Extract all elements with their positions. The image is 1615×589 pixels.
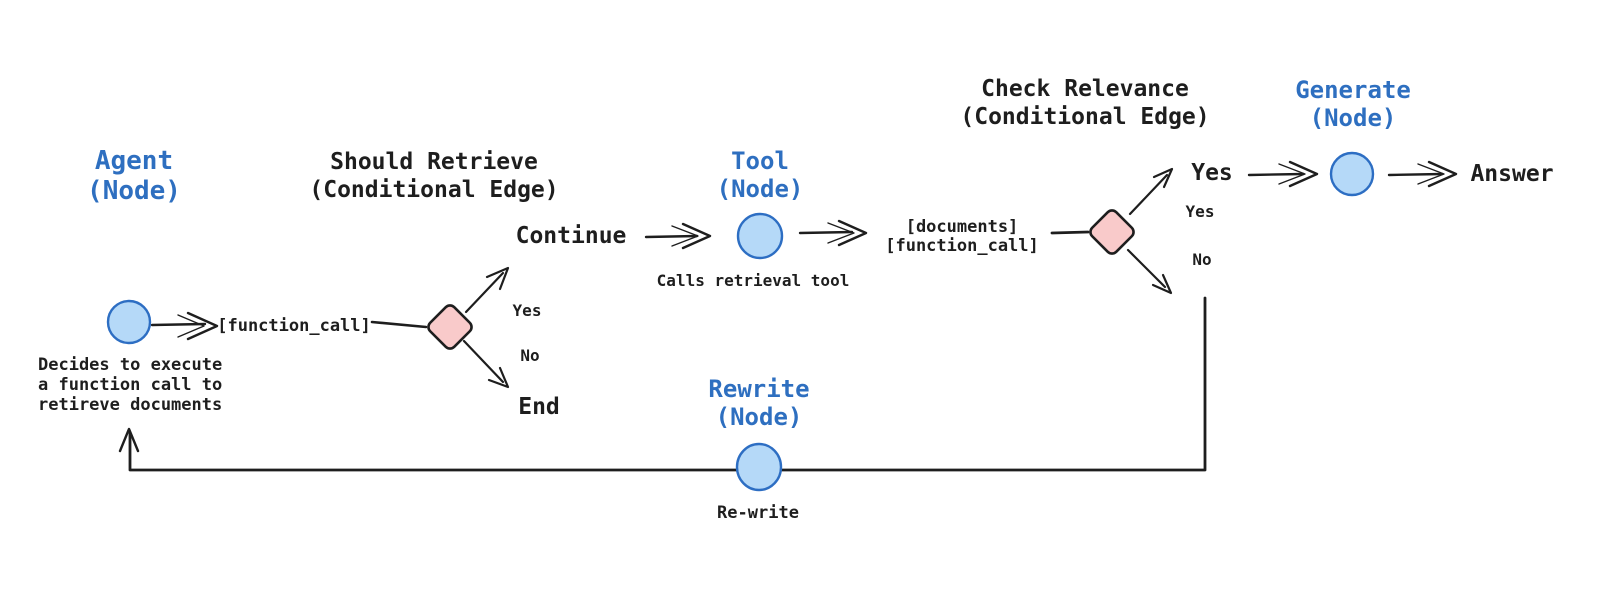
edge-rewrite-loop [118,296,1207,472]
edge-tool-to-documents [798,219,868,247]
edge-check-relevance-yes [1128,167,1174,216]
check-relevance-diamond [1089,209,1135,255]
yes-branch-label: Yes [1191,160,1233,186]
rewrite-node-circle [735,442,783,492]
tool-node-caption: Calls retrieval tool [656,271,850,290]
agent-node-caption: Decides to execute a function call to re… [38,355,223,415]
tool-node-label: Tool (Node) [716,147,804,203]
should-retrieve-no-label: No [520,346,540,365]
continue-label: Continue [515,223,627,249]
generate-node-circle [1329,151,1375,197]
function-call-state-label: [function_call] [217,316,371,336]
end-label: End [518,394,560,420]
edge-yes-to-generate [1247,160,1319,188]
rewrite-node-caption: Re-write [717,503,799,523]
edge-agent-to-function-call [150,311,219,341]
edge-check-relevance-no [1126,248,1173,295]
agent-node-circle [106,299,152,345]
edge-should-retrieve-no [462,339,510,389]
tool-node-circle [736,212,784,260]
agent-node-label: Agent (Node) [87,146,181,206]
should-retrieve-heading: Should Retrieve (Conditional Edge) [309,149,559,203]
edge-generate-to-answer [1387,160,1458,188]
edge-function-call-to-should-retrieve [370,320,428,329]
should-retrieve-diamond [427,304,473,350]
should-retrieve-yes-label: Yes [512,301,542,320]
edge-documents-to-check-relevance [1050,230,1090,235]
documents-state-label: [documents] [function_call] [885,217,1039,256]
edge-continue-to-tool [644,222,712,250]
check-relevance-no-label: No [1192,250,1212,269]
rewrite-node-label: Rewrite (Node) [708,375,810,431]
check-relevance-yes-label: Yes [1185,202,1215,221]
answer-label: Answer [1470,161,1554,187]
edge-should-retrieve-yes [464,266,510,314]
generate-node-label: Generate (Node) [1295,76,1411,132]
check-relevance-heading: Check Relevance (Conditional Edge) [960,76,1210,130]
